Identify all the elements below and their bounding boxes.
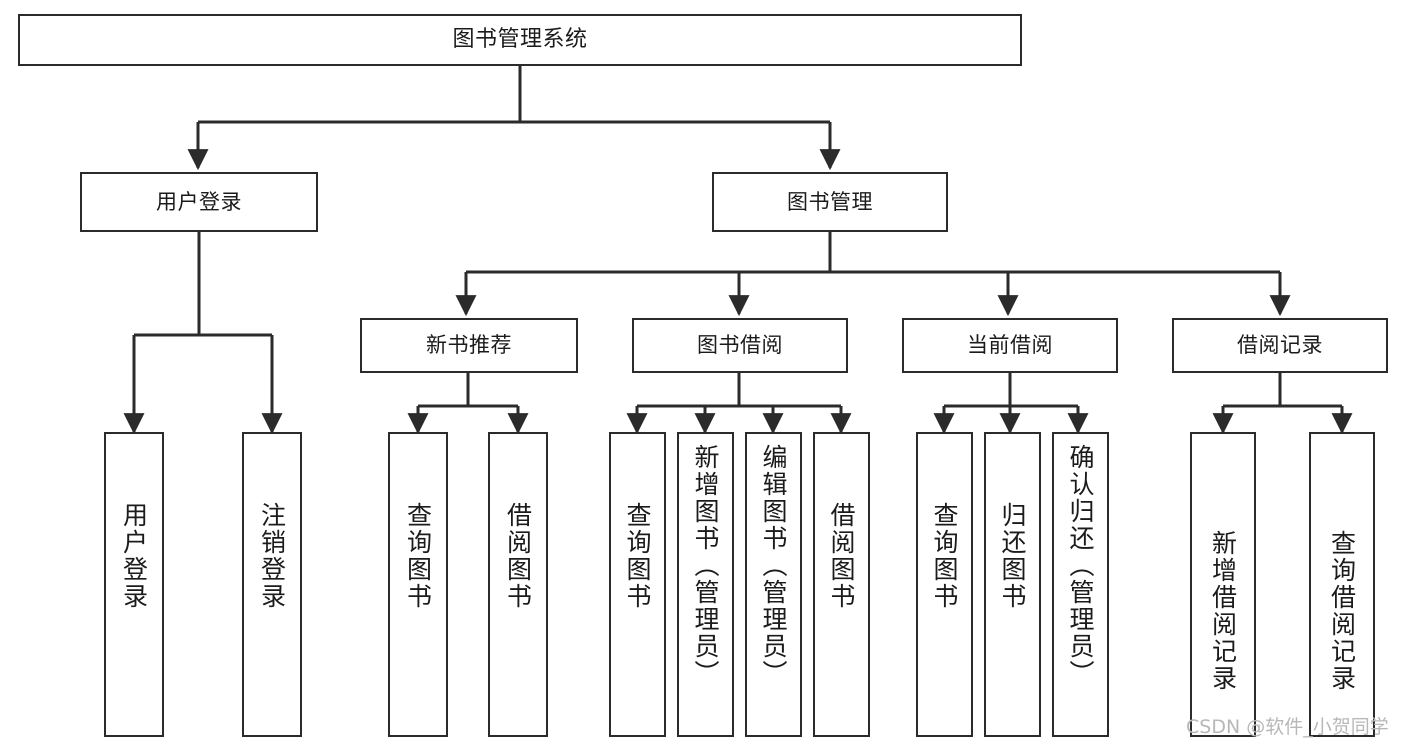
node-label: 查询图书 <box>403 502 433 610</box>
leaf-current-borrow-confirm-return-admin[interactable]: 确认归还（管理员） <box>1052 432 1109 737</box>
node-label: 编辑图书（管理员） <box>759 444 788 687</box>
leaf-new-book-borrow-book[interactable]: 借阅图书 <box>488 432 548 737</box>
leaf-book-borrow-query-book[interactable]: 查询图书 <box>609 432 666 737</box>
node-book-borrow[interactable]: 图书借阅 <box>632 318 848 373</box>
node-label: 图书管理系统 <box>452 27 588 53</box>
leaf-book-borrow-add-book-admin[interactable]: 新增图书（管理员） <box>677 432 734 737</box>
node-label: 借阅图书 <box>827 502 856 610</box>
node-label: 借阅图书 <box>503 502 533 610</box>
node-label: 新增图书（管理员） <box>691 444 720 687</box>
leaf-current-borrow-return-book[interactable]: 归还图书 <box>984 432 1041 737</box>
node-label: 注销登录 <box>257 502 287 610</box>
node-borrow-record[interactable]: 借阅记录 <box>1172 318 1388 373</box>
node-label: 归还图书 <box>998 502 1027 610</box>
node-label: 新增借阅记录 <box>1208 530 1238 692</box>
leaf-new-book-query-book[interactable]: 查询图书 <box>388 432 448 737</box>
leaf-book-borrow-edit-book-admin[interactable]: 编辑图书（管理员） <box>745 432 802 737</box>
node-root-book-management-system[interactable]: 图书管理系统 <box>18 14 1022 66</box>
leaf-user-login-logout[interactable]: 注销登录 <box>242 432 302 737</box>
leaf-current-borrow-query-book[interactable]: 查询图书 <box>916 432 973 737</box>
node-label: 图书借阅 <box>697 333 783 358</box>
node-label: 查询图书 <box>623 502 652 610</box>
node-label: 当前借阅 <box>967 333 1053 358</box>
leaf-borrow-record-query-record[interactable]: 查询借阅记录 <box>1309 432 1375 737</box>
node-label: 新书推荐 <box>426 333 512 358</box>
node-current-borrow[interactable]: 当前借阅 <box>902 318 1118 373</box>
node-label: 查询图书 <box>930 502 959 610</box>
node-label: 用户登录 <box>156 189 242 214</box>
csdn-watermark: CSDN @软件_小贺同学 <box>1186 716 1389 738</box>
leaf-borrow-record-add-record[interactable]: 新增借阅记录 <box>1190 432 1256 737</box>
node-label: 图书管理 <box>787 189 873 214</box>
node-book-management[interactable]: 图书管理 <box>712 172 948 232</box>
node-label: 借阅记录 <box>1237 333 1323 358</box>
node-label: 查询借阅记录 <box>1327 530 1357 692</box>
leaf-user-login-login[interactable]: 用户登录 <box>104 432 164 737</box>
node-user-login[interactable]: 用户登录 <box>80 172 318 232</box>
node-label: 用户登录 <box>119 502 149 610</box>
node-label: 确认归还（管理员） <box>1066 444 1095 687</box>
leaf-book-borrow-borrow-book[interactable]: 借阅图书 <box>813 432 870 737</box>
node-new-book-recommend[interactable]: 新书推荐 <box>360 318 578 373</box>
